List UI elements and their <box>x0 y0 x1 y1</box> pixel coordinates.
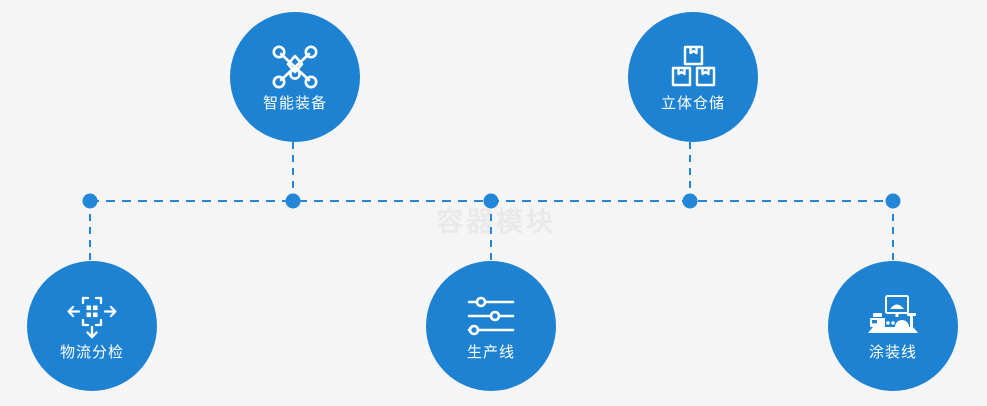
sliders-icon <box>467 296 515 335</box>
watermark-text: 容器模块 <box>436 207 556 237</box>
node-smart-equipment[interactable]: 智能装备 <box>230 12 360 142</box>
junction-dot[interactable] <box>483 193 499 209</box>
junction-dot[interactable] <box>82 193 98 209</box>
network-nodes-icon <box>272 45 318 88</box>
node-label: 立体仓储 <box>660 94 725 112</box>
node-logistics-sorting[interactable]: 物流分检 <box>27 261 157 391</box>
node-painting-line[interactable]: 涂装线 <box>828 261 958 391</box>
node-stereo-storage[interactable]: 立体仓储 <box>628 12 758 142</box>
paint-booth-icon <box>868 294 918 333</box>
node-production-line[interactable]: 生产线 <box>426 261 556 391</box>
node-label: 物流分检 <box>59 343 124 361</box>
node-label: 生产线 <box>466 343 515 361</box>
junction-dot[interactable] <box>682 193 698 209</box>
junction-dot[interactable] <box>885 193 901 209</box>
node-label: 智能装备 <box>262 94 327 112</box>
distribution-arrows-icon <box>67 296 117 338</box>
junction-dot[interactable] <box>285 193 301 209</box>
stacked-boxes-icon <box>671 45 716 86</box>
node-label: 涂装线 <box>868 343 917 361</box>
